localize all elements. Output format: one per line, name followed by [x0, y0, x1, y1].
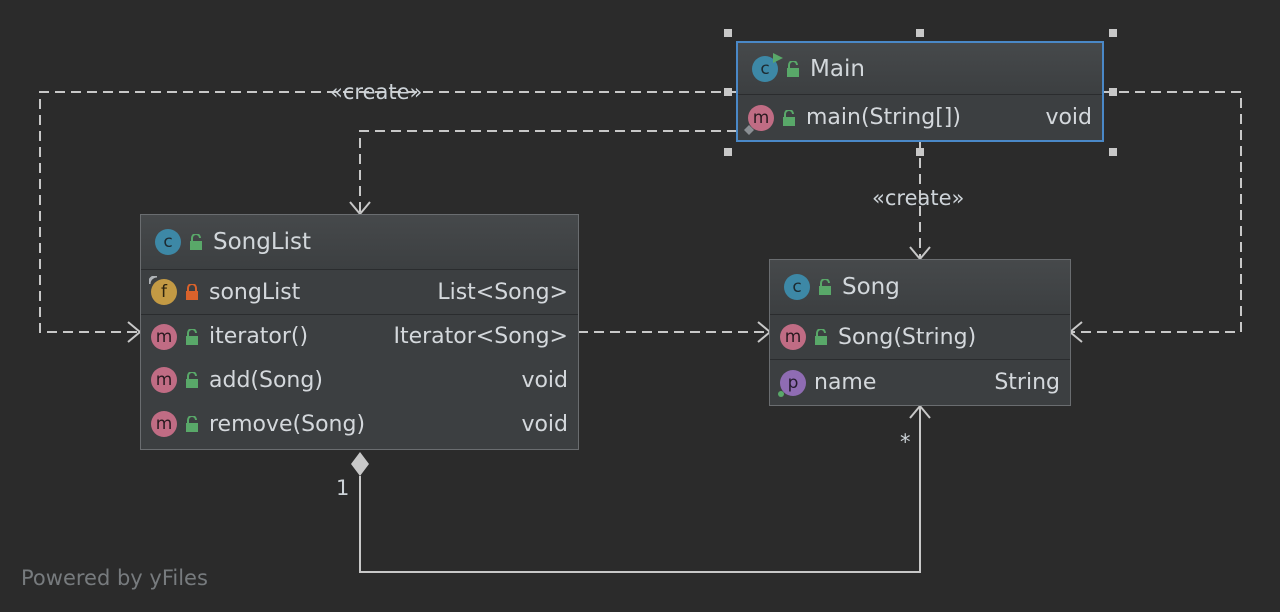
- member-name: add(Song): [209, 367, 323, 393]
- watermark: Powered by yFiles: [21, 566, 208, 590]
- member-name: Song(String): [838, 324, 977, 350]
- class-header: c SongList: [141, 215, 578, 270]
- method-icon: m: [780, 324, 806, 350]
- method-icon: m: [151, 411, 177, 437]
- multiplicity-label: *: [900, 430, 911, 454]
- method-icon: m: [744, 104, 774, 135]
- arrowhead-open: [909, 404, 931, 419]
- class-node-songlist[interactable]: c SongList f songList List<Song> m itera…: [140, 214, 579, 450]
- member-type: String: [994, 370, 1060, 395]
- public-lock-icon: [818, 279, 832, 295]
- public-lock-icon: [814, 329, 828, 345]
- class-icon: c: [752, 52, 783, 82]
- edge-main-songlist-create[interactable]: [39, 91, 737, 333]
- private-lock-icon: [185, 284, 199, 300]
- method-row[interactable]: m remove(Song) void: [141, 402, 578, 446]
- field-row[interactable]: f songList List<Song>: [141, 270, 578, 314]
- edge-label-create: «create»: [872, 186, 965, 210]
- class-icon: c: [155, 229, 181, 255]
- class-icon: c: [784, 274, 810, 300]
- method-icon: m: [151, 323, 177, 350]
- member-name: iterator(): [209, 324, 309, 349]
- edge-main-songlist-dependency[interactable]: [359, 130, 737, 214]
- selection-handle[interactable]: [724, 148, 732, 156]
- selection-handle[interactable]: [916, 148, 924, 156]
- entry-point-icon: [744, 124, 754, 135]
- member-name: main(String[]): [806, 105, 961, 130]
- public-lock-icon: [782, 109, 796, 126]
- selection-handle[interactable]: [724, 88, 732, 96]
- method-icon: m: [151, 367, 177, 393]
- selection-handle[interactable]: [916, 29, 924, 37]
- selection-handle[interactable]: [724, 29, 732, 37]
- edge-label-create: «create»: [330, 80, 423, 104]
- selection-handle[interactable]: [1109, 88, 1117, 96]
- property-marker-icon: [778, 390, 784, 397]
- class-header: c Song: [770, 260, 1070, 315]
- run-arrow-icon: [773, 52, 783, 63]
- public-lock-icon: [786, 60, 800, 77]
- class-name: Song: [842, 274, 900, 300]
- field-icon: f: [149, 276, 177, 305]
- method-row[interactable]: m main(String[]) void: [738, 95, 1102, 140]
- member-name: songList: [209, 279, 301, 305]
- member-type: List<Song>: [437, 279, 568, 305]
- member-type: void: [521, 411, 568, 437]
- member-type: void: [521, 367, 568, 393]
- member-name: remove(Song): [209, 411, 366, 437]
- selection-handle[interactable]: [1109, 148, 1117, 156]
- method-row[interactable]: m add(Song) void: [141, 358, 578, 402]
- constructor-row[interactable]: m Song(String): [770, 315, 1070, 359]
- property-icon: p: [778, 369, 806, 397]
- edge-main-song-dependency[interactable]: [1070, 91, 1242, 333]
- public-lock-icon: [185, 372, 199, 388]
- class-name: SongList: [213, 229, 312, 255]
- multiplicity-label: 1: [336, 476, 350, 500]
- edge-songlist-song-composition[interactable]: [359, 406, 921, 573]
- class-node-song[interactable]: c Song m Song(String) p name String: [769, 259, 1071, 406]
- selection-handle[interactable]: [1109, 29, 1117, 37]
- member-type: Iterator<Song>: [393, 324, 568, 349]
- public-lock-icon: [185, 416, 199, 432]
- class-name: Main: [810, 55, 865, 82]
- member-name: name: [814, 370, 877, 395]
- final-marker-icon: [149, 276, 158, 285]
- public-lock-icon: [185, 328, 199, 345]
- member-type: void: [1045, 105, 1092, 130]
- composition-diamond: [351, 452, 369, 476]
- public-lock-icon: [189, 234, 203, 250]
- method-row[interactable]: m iterator() Iterator<Song>: [141, 314, 578, 358]
- class-header: c Main: [738, 43, 1102, 95]
- class-node-main[interactable]: c Main m main(String[]) void: [736, 41, 1104, 142]
- property-row[interactable]: p name String: [770, 359, 1070, 405]
